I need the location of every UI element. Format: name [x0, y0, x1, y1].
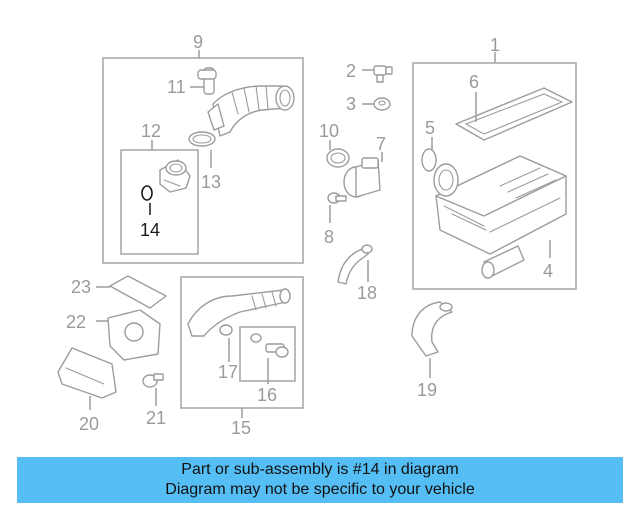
part-8-screw: [327, 192, 347, 204]
info-banner: Part or sub-assembly is #14 in diagram D…: [17, 457, 623, 503]
part-22-resonator: [107, 309, 161, 361]
callout-9: 9: [193, 32, 203, 52]
callout-19: 19: [417, 380, 437, 400]
part-12-adapter: [159, 159, 191, 193]
part-13-clamp: [188, 131, 216, 147]
leader-lines: [89, 50, 551, 418]
part-19-duct: [411, 301, 453, 357]
callout-7: 7: [376, 134, 386, 154]
part-3-grommet: [373, 97, 391, 111]
part-11-clip: [197, 67, 217, 95]
callout-8: 8: [324, 227, 334, 247]
callout-2: 2: [346, 61, 356, 81]
part-20-bracket: [57, 347, 117, 399]
part-1-air-cleaner: [433, 155, 567, 255]
banner-line-2: Diagram may not be specific to your vehi…: [165, 481, 475, 498]
callout-17: 17: [218, 362, 238, 382]
callout-12: 12: [141, 121, 161, 141]
callout-23: 23: [71, 277, 91, 297]
part-17-nut: [219, 324, 233, 336]
part-15-tube: [187, 288, 291, 337]
callout-20: 20: [79, 414, 99, 434]
callout-11: 11: [167, 77, 186, 97]
part-7-maf-sensor: [343, 157, 381, 198]
parts-diagram: 1 2 3 4 5 6 7 8 9 10 11 12 13 14 15 16 1…: [57, 32, 577, 438]
callout-15: 15: [231, 418, 251, 438]
part-14-o-ring: [141, 185, 153, 201]
part-23-cover: [109, 275, 167, 309]
part-9-intake-duct: [207, 85, 295, 137]
callout-6: 6: [469, 72, 479, 92]
callout-22: 22: [66, 312, 86, 332]
callout-5: 5: [425, 118, 435, 138]
callout-4: 4: [543, 261, 553, 281]
part-5-seal: [421, 148, 437, 172]
part-4-outlet: [481, 245, 525, 279]
part-21-screw: [142, 373, 164, 388]
callout-3: 3: [346, 94, 356, 114]
group-box-12: [120, 149, 199, 255]
callout-14: 14: [140, 220, 160, 240]
part-16-bolts: [250, 333, 289, 358]
callout-16: 16: [257, 385, 277, 405]
callout-18: 18: [357, 283, 377, 303]
group-box-9: [102, 57, 304, 264]
banner-line-1: Part or sub-assembly is #14 in diagram: [181, 461, 459, 478]
callout-13: 13: [201, 172, 221, 192]
part-18-hose: [337, 244, 373, 285]
part-6-filter: [455, 87, 573, 141]
part-10-clamp: [326, 148, 350, 168]
callout-1: 1: [490, 35, 500, 55]
part-2-bolt: [373, 65, 393, 83]
callout-21: 21: [146, 408, 166, 428]
callout-10: 10: [319, 121, 339, 141]
